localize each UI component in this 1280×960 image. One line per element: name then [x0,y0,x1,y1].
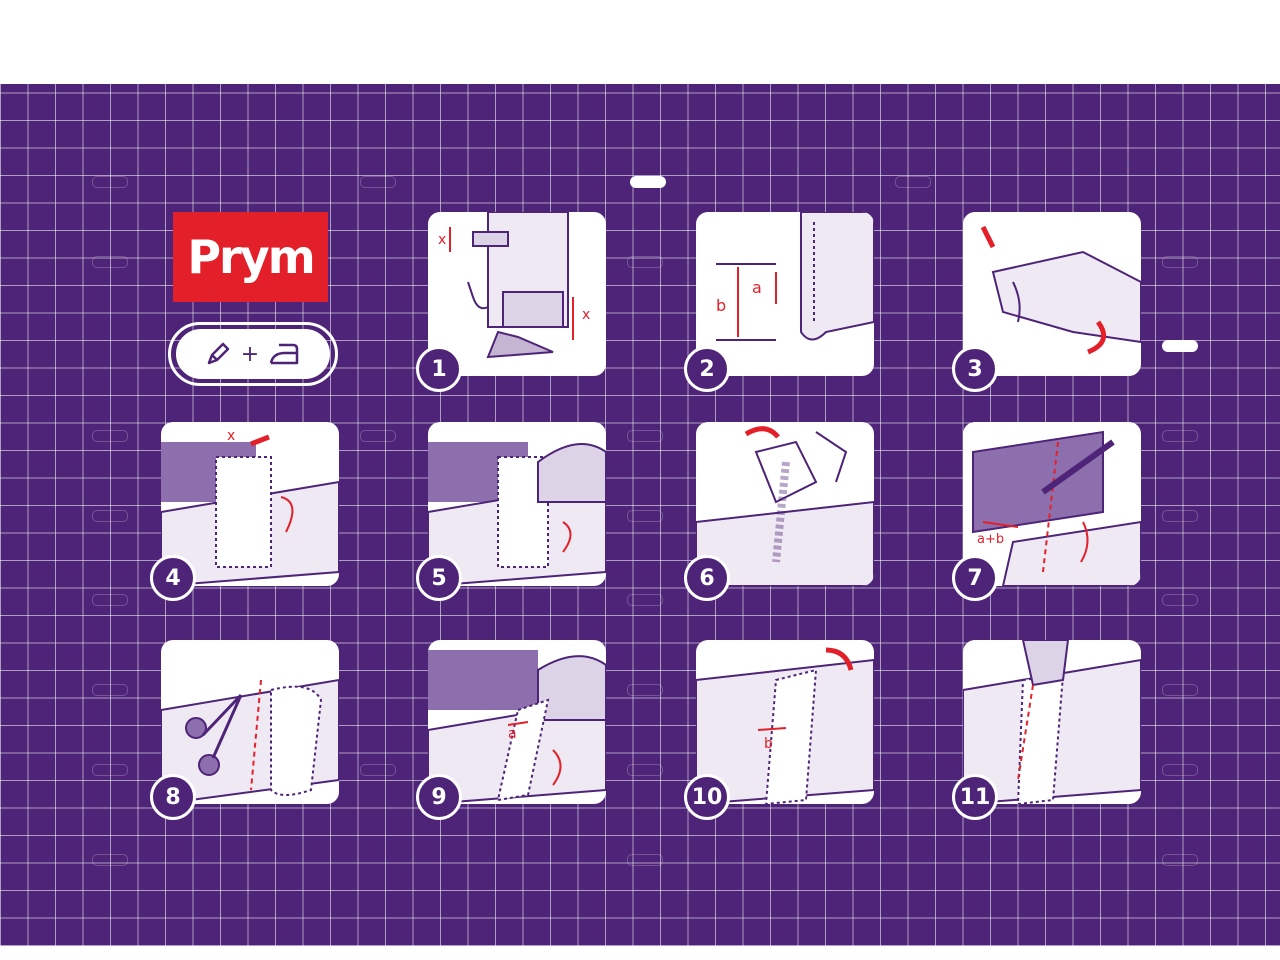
step-2-label-b: b [716,296,727,315]
step-badge-11: 11 [952,774,998,820]
step-4-label-x: x [227,428,236,444]
slot [1162,854,1198,866]
slot [627,510,663,522]
step-badge-2: 2 [684,346,730,392]
slot [895,176,931,188]
step-panel-7: a+b [963,422,1141,586]
slot [1162,430,1198,442]
slot [627,764,663,776]
step-badge-5: 5 [416,555,462,601]
hang-hole [630,176,666,188]
step-badge-10: 10 [684,774,730,820]
slot [627,684,663,696]
step-badge-3: 3 [952,346,998,392]
tools-badge: + [168,322,338,386]
slot [627,594,663,606]
slot [627,854,663,866]
step-badge-6: 6 [684,555,730,601]
slot [92,176,128,188]
step-9-label-a: a [508,726,517,742]
slot [92,854,128,866]
slot [92,764,128,776]
logo-text: Prym [187,230,315,284]
step-panel-1: x x [428,212,606,376]
step-panel-2: a b [696,212,874,376]
prym-logo: Prym [173,212,328,302]
slot [627,430,663,442]
step-badge-1: 1 [416,346,462,392]
step-2-label-a: a [752,278,762,297]
step-7-label-ab: a+b [977,532,1005,547]
slot [92,684,128,696]
slot [360,764,396,776]
slot [360,430,396,442]
slot [360,176,396,188]
step-panel-5 [428,422,606,586]
slot [92,594,128,606]
hang-hole [1162,340,1198,352]
slot [92,430,128,442]
step-panel-11 [963,640,1141,804]
slot [627,256,663,268]
tools-badge-inner: + [176,329,330,379]
step-badge-9: 9 [416,774,462,820]
step-panel-8 [161,640,339,804]
slot [1162,510,1198,522]
step-panel-6 [696,422,874,586]
step-10-label-b: b [764,736,773,752]
step-1-label-x-top: x [438,232,447,248]
pencil-icon [203,339,233,369]
slot [1162,764,1198,776]
step-badge-7: 7 [952,555,998,601]
slot [1162,684,1198,696]
slot [92,256,128,268]
slot [1162,594,1198,606]
step-panel-10: b [696,640,874,804]
step-panel-9: a [428,640,606,804]
plus-sign: + [240,341,260,367]
step-badge-4: 4 [150,555,196,601]
step-badge-8: 8 [150,774,196,820]
step-1-label-x-bottom: x [582,307,591,323]
slot [1162,256,1198,268]
step-panel-3 [963,212,1141,376]
slot [92,510,128,522]
iron-icon [267,339,303,369]
step-panel-4: x [161,422,339,586]
